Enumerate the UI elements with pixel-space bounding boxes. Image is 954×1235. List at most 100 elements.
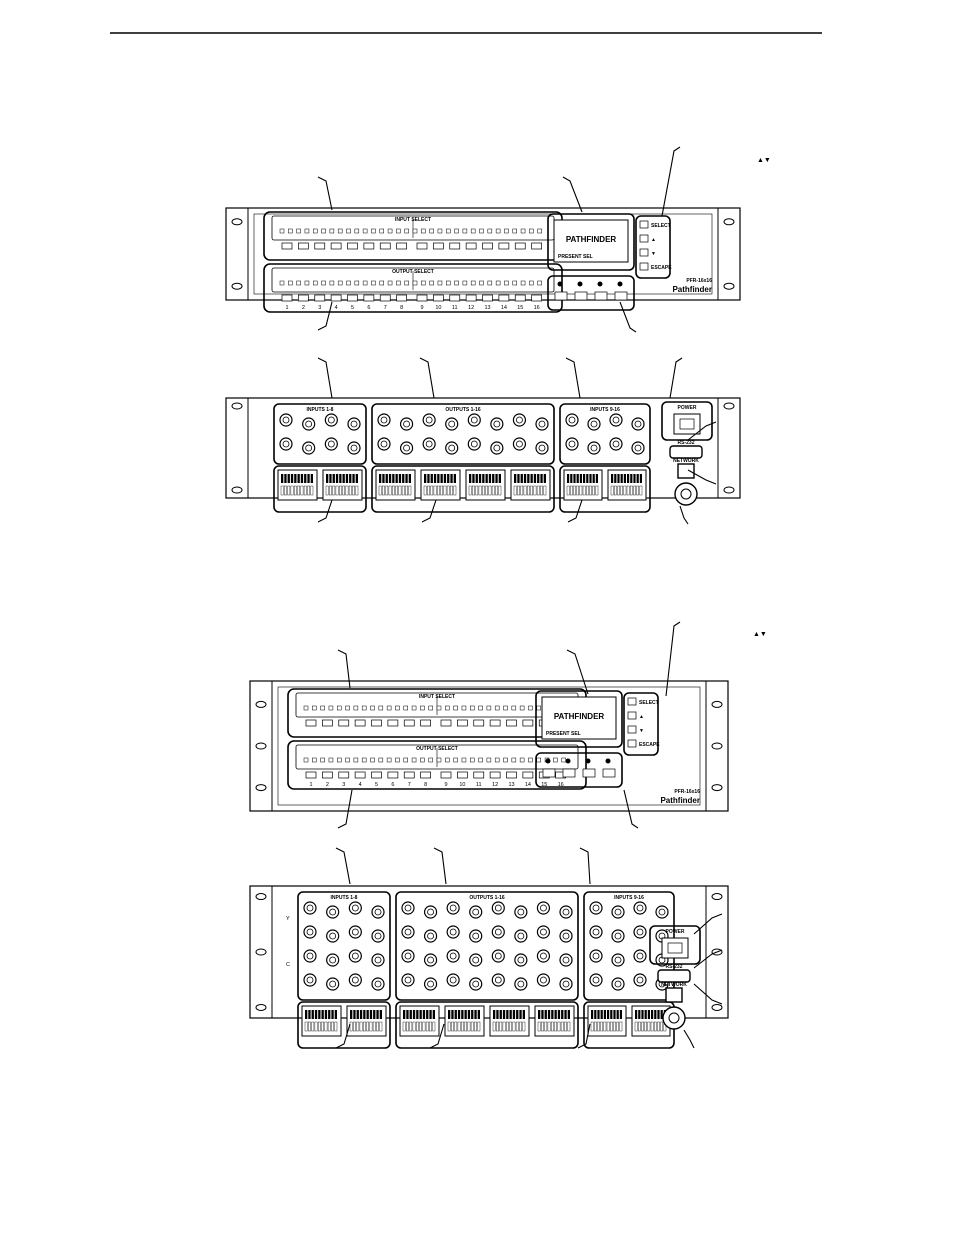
outputs-terminal-block-pin bbox=[554, 1010, 557, 1019]
outputs-terminal-block-screw bbox=[468, 485, 472, 496]
outputs-terminal-block-screw bbox=[506, 1021, 509, 1032]
outputs-label: OUTPUTS 1-16 bbox=[445, 407, 481, 413]
preset-led bbox=[605, 758, 611, 764]
outputs-terminal-block-pin bbox=[472, 474, 475, 483]
output-select-button bbox=[489, 771, 501, 779]
inputs-a-terminal-block-pin bbox=[359, 1010, 363, 1019]
inputs-a-terminal-block-screw bbox=[332, 485, 336, 496]
inputs-a-terminal-block-pin bbox=[350, 1010, 353, 1019]
output-select-button-number: 10 bbox=[435, 305, 441, 311]
outputs-bnc-connector-center bbox=[449, 928, 457, 936]
output-select-button-number: 3 bbox=[318, 305, 321, 311]
outputs-terminal-block-screw bbox=[547, 1021, 551, 1032]
output-select-led bbox=[312, 757, 317, 763]
input-select-button bbox=[531, 242, 542, 250]
outputs-terminal-block-pin bbox=[392, 474, 395, 483]
callout-leader bbox=[579, 847, 591, 885]
outputs-terminal-block-screw bbox=[488, 485, 492, 496]
rack-hole-right bbox=[711, 784, 723, 792]
outputs-terminal-block-pin bbox=[493, 1010, 496, 1019]
inputs-b-terminal-block-screw bbox=[641, 1021, 644, 1032]
output-select-led bbox=[536, 757, 541, 763]
arrow-glyph-note: ▲▼ bbox=[757, 157, 771, 164]
output-select-button-number: 8 bbox=[424, 782, 427, 788]
output-select-led bbox=[421, 280, 426, 286]
outputs-bnc-connector-center bbox=[540, 904, 547, 912]
callout-leader bbox=[317, 499, 333, 523]
outputs-bnc-connector-center bbox=[517, 980, 525, 988]
outputs-terminal-block-pin bbox=[482, 474, 485, 483]
outputs-terminal-block-pin bbox=[433, 474, 437, 483]
power-label: POWER bbox=[678, 405, 697, 411]
output-select-button-number: 13 bbox=[484, 305, 490, 311]
inputs-a-terminal-block-screw bbox=[327, 1021, 331, 1032]
output-select-button bbox=[514, 294, 526, 302]
outputs-terminal-block-pin bbox=[408, 474, 411, 483]
outputs-terminal-block-screw bbox=[477, 1021, 481, 1032]
menu-key-label: SELECT bbox=[639, 700, 659, 706]
callout-leader bbox=[577, 1023, 591, 1049]
outputs-terminal-block-screw bbox=[427, 485, 430, 496]
arrow-glyph-note-lower: ▲▼ bbox=[753, 631, 767, 638]
output-select-led bbox=[520, 280, 526, 286]
output-select-button bbox=[416, 294, 428, 302]
callout-leader bbox=[317, 357, 333, 399]
input-select-led bbox=[354, 228, 360, 234]
outputs-bnc-connector-center bbox=[427, 956, 434, 964]
preset-led bbox=[577, 281, 583, 287]
input-select-led bbox=[371, 228, 376, 234]
display-sub-label: PRESENT SEL bbox=[546, 731, 581, 737]
input-select-led bbox=[512, 228, 517, 234]
output-select-led bbox=[329, 280, 335, 286]
outputs-terminal-block-pin bbox=[544, 1010, 547, 1019]
output-select-led bbox=[370, 757, 375, 763]
input-select-button bbox=[338, 719, 350, 727]
callout-leader bbox=[419, 357, 435, 399]
output-select-button bbox=[506, 771, 517, 779]
callout-leader bbox=[619, 301, 637, 333]
inputs-a-terminal-block-screw bbox=[290, 485, 294, 496]
input-select-button bbox=[281, 242, 293, 250]
inputs-a-bnc-connector-center bbox=[327, 440, 335, 448]
input-select-led bbox=[428, 705, 433, 711]
outputs-terminal-block-pin bbox=[467, 1010, 471, 1019]
inputs-a-terminal-block-pin bbox=[369, 1010, 373, 1019]
output-select-button-number: 5 bbox=[375, 782, 378, 788]
outputs-bnc-connector-center bbox=[404, 952, 412, 960]
input-select-button bbox=[440, 719, 452, 727]
outputs-terminal-block-screw bbox=[485, 485, 488, 496]
outputs-terminal-block-pin bbox=[512, 1010, 516, 1019]
outputs-terminal-block-screw bbox=[537, 1021, 541, 1032]
inputs-a-terminal-block-pin bbox=[284, 474, 287, 483]
display-group-outline bbox=[535, 690, 623, 748]
outputs-terminal-block-screw bbox=[567, 1021, 571, 1032]
input-select-led bbox=[395, 705, 400, 711]
outputs-terminal-block-screw bbox=[457, 1021, 461, 1032]
input-select-led bbox=[528, 705, 533, 711]
output-select-button bbox=[298, 294, 309, 302]
output-select-led bbox=[494, 757, 500, 763]
inputs-b-terminal-block-pin bbox=[623, 474, 626, 483]
inputs-b-bnc-connector-center bbox=[636, 904, 644, 912]
input-select-led bbox=[429, 228, 434, 234]
inputs-b-bnc-connector-center bbox=[592, 952, 600, 960]
inputs-b-label: INPUTS 9-16 bbox=[614, 895, 644, 901]
output-select-button bbox=[347, 294, 358, 302]
menu-key bbox=[627, 739, 637, 748]
output-select-led bbox=[386, 757, 392, 763]
input-select-button bbox=[314, 242, 326, 250]
outputs-terminal-block-screw bbox=[517, 485, 520, 496]
input-select-led bbox=[486, 705, 492, 711]
inputs-a-terminal-block-screw bbox=[352, 485, 355, 496]
outputs-terminal-block-screw bbox=[520, 485, 524, 496]
outputs-terminal-block-pin bbox=[402, 474, 405, 483]
outputs-terminal-block-pin bbox=[382, 474, 385, 483]
input-select-led bbox=[529, 228, 534, 234]
output-select-led bbox=[337, 757, 342, 763]
outputs-terminal-block-pin bbox=[474, 1010, 477, 1019]
callout-leader bbox=[693, 949, 723, 969]
callout-leader bbox=[429, 1023, 445, 1049]
outputs-terminal-block-screw bbox=[440, 485, 443, 496]
input-select-led bbox=[504, 228, 509, 234]
outputs-terminal-block-pin bbox=[395, 474, 398, 483]
